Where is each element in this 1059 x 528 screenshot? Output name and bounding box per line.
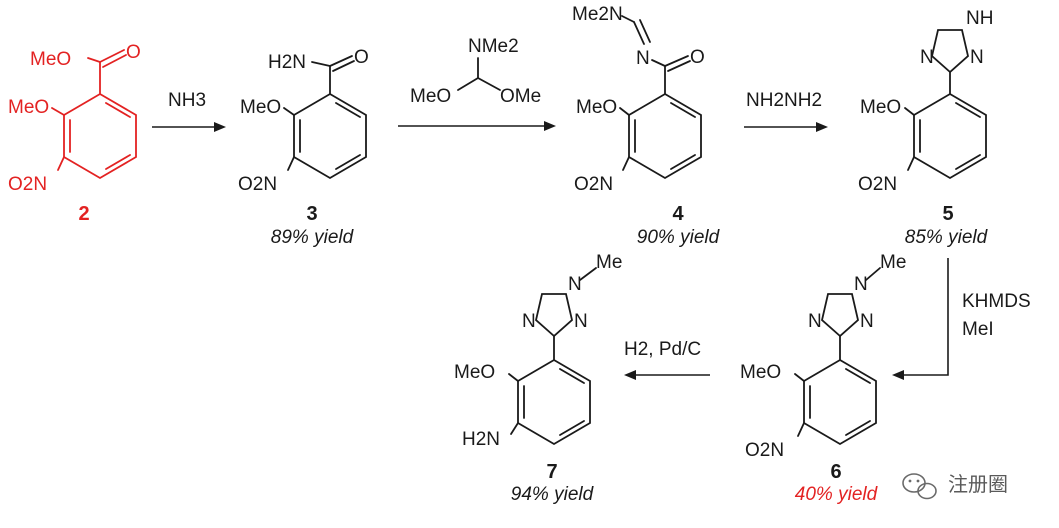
methoxy-label: MeO (740, 362, 781, 383)
compound-number-2: 2 (78, 203, 89, 225)
reagent-hydrazine: NH2NH2 (746, 90, 822, 111)
reagent-meo: MeO (410, 86, 451, 107)
imine-n-label: N (636, 48, 650, 69)
triazole-n1-label: N (854, 274, 868, 295)
methoxy-label: MeO (860, 97, 901, 118)
arrow-step-2: NMe2 MeO OMe (398, 36, 556, 131)
n-methyl-label: Me (596, 252, 622, 273)
arrow-step-5: H2, Pd/C (624, 339, 710, 380)
amide-h2n-label: H2N (268, 52, 306, 73)
yield-3: 89% yield (271, 227, 355, 248)
compound-6: N N N Me MeO O2N 6 40% yield (740, 252, 906, 505)
reagent-ome: OMe (500, 86, 541, 107)
nitro-label: O2N (8, 174, 47, 195)
arrow-step-1: NH3 (152, 90, 226, 132)
reagent-mei: MeI (962, 319, 994, 340)
dimethylamino-label: Me2N (572, 4, 623, 25)
nitro-label: O2N (238, 174, 277, 195)
reagent-nme2: NMe2 (468, 36, 519, 57)
ester-meo-label: MeO (30, 49, 71, 70)
nitro-label: O2N (574, 174, 613, 195)
methoxy-label: MeO (576, 97, 617, 118)
reagent-nh3: NH3 (168, 90, 206, 111)
watermark: 注册圈 (902, 472, 1008, 500)
yield-4: 90% yield (637, 227, 721, 248)
methoxy-label: MeO (8, 97, 49, 118)
compound-number-4: 4 (672, 203, 684, 225)
triazole-n2-label: N (860, 311, 874, 332)
compound-5: N N NH MeO O2N 5 85% yield (858, 8, 993, 248)
amine-label: H2N (462, 429, 500, 450)
arrow-step-3: NH2NH2 (744, 90, 828, 132)
triazole-n4-label: N (522, 311, 536, 332)
triazole-n2-label: N (574, 311, 588, 332)
yield-7: 94% yield (511, 484, 595, 505)
n-methyl-label: Me (880, 252, 906, 273)
wechat-icon (902, 473, 937, 500)
triazole-n4-label: N (808, 311, 822, 332)
compound-4: N Me2N O MeO O2N 4 90% yield (572, 4, 721, 248)
nitro-label: O2N (745, 440, 784, 461)
triazole-n4-label: N (920, 47, 934, 68)
arrow-step-4: KHMDS MeI (892, 258, 1031, 380)
watermark-text: 注册圈 (948, 472, 1008, 496)
compound-2: MeO O MeO O2N 2 (8, 42, 141, 225)
compound-number-3: 3 (306, 203, 317, 225)
reagent-h2-pdc: H2, Pd/C (624, 339, 701, 360)
methoxy-label: MeO (240, 97, 281, 118)
compound-number-7: 7 (546, 461, 557, 483)
amide-o-label: O (690, 47, 705, 68)
triazole-n2-label: N (970, 47, 984, 68)
carbonyl-o-label: O (126, 42, 141, 63)
methoxy-label: MeO (454, 362, 495, 383)
nitro-label: O2N (858, 174, 897, 195)
yield-5: 85% yield (905, 227, 989, 248)
triazole-nh-label: NH (966, 8, 993, 29)
compound-number-6: 6 (830, 461, 841, 483)
yield-6: 40% yield (795, 484, 879, 505)
compound-7: N N N Me MeO H2N 7 94% yield (454, 252, 622, 505)
compound-3: H2N O MeO O2N 3 89% yield (238, 47, 369, 248)
triazole-n1-label: N (568, 274, 582, 295)
amide-o-label: O (354, 47, 369, 68)
reagent-khmds: KHMDS (962, 291, 1031, 312)
compound-number-5: 5 (942, 203, 953, 225)
